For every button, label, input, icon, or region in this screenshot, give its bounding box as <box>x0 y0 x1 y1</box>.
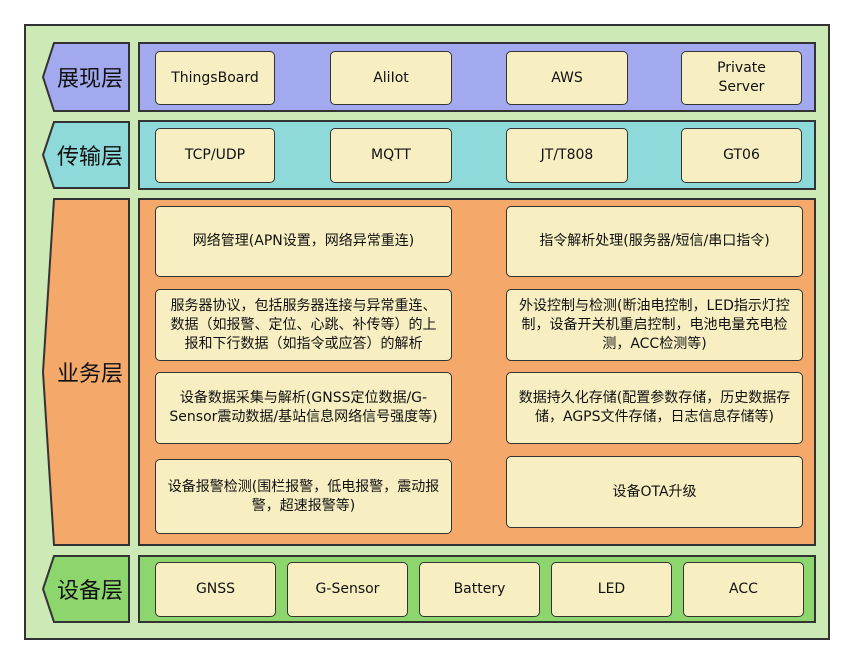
layer-label-shape <box>42 198 130 546</box>
transport-item-mqtt: MQTT <box>330 128 452 183</box>
layer-label-text: 设备层 <box>56 579 123 604</box>
layer-label-business: 业务层 <box>42 198 130 546</box>
presentation-item-aliiot: AliIot <box>330 51 452 105</box>
layer-label-text: 传输层 <box>56 145 123 170</box>
business-item-network-management: 网络管理(APN设置，网络异常重连) <box>155 206 452 277</box>
transport-item-jt-t808: JT/T808 <box>506 128 628 183</box>
business-item-server-protocol: 服务器协议，包括服务器连接与异常重连、数据（如报警、定位、心跳、补传等）的上报和… <box>155 289 452 361</box>
device-item-g-sensor: G-Sensor <box>287 562 408 617</box>
business-item-data-collection: 设备数据采集与解析(GNSS定位数据/G-Sensor震动数据/基站信息网络信号… <box>155 372 452 444</box>
transport-item-gt06: GT06 <box>681 128 802 183</box>
layer-label-device: 设备层 <box>42 555 130 623</box>
layer-label-shape <box>42 121 130 189</box>
transport-item-tcp-udp: TCP/UDP <box>155 128 275 183</box>
presentation-item-aws: AWS <box>506 51 628 105</box>
business-item-peripheral-control: 外设控制与检测(断油电控制，LED指示灯控制，设备开关机重启控制，电池电量充电检… <box>506 289 803 361</box>
presentation-item-thingsboard: ThingsBoard <box>155 51 275 105</box>
layer-label-presentation: 展现层 <box>42 42 130 112</box>
device-item-led: LED <box>551 562 672 617</box>
device-item-acc: ACC <box>683 562 804 617</box>
layer-label-shape <box>42 555 130 623</box>
business-item-alarm-detection: 设备报警检测(围栏报警，低电报警，震动报警，超速报警等) <box>155 459 452 534</box>
layer-label-text: 展现层 <box>56 67 123 92</box>
device-item-battery: Battery <box>419 562 540 617</box>
layer-label-shape <box>42 42 130 112</box>
business-item-command-parsing: 指令解析处理(服务器/短信/串口指令) <box>506 206 803 277</box>
device-item-gnss: GNSS <box>155 562 276 617</box>
business-item-data-storage: 数据持久化存储(配置参数存储，历史数据存储，AGPS文件存储，日志信息存储等) <box>506 372 803 444</box>
layer-label-transport: 传输层 <box>42 121 130 189</box>
layer-label-text: 业务层 <box>56 362 123 387</box>
business-item-ota-upgrade: 设备OTA升级 <box>506 456 803 528</box>
presentation-item-private-server: Private Server <box>681 51 802 105</box>
